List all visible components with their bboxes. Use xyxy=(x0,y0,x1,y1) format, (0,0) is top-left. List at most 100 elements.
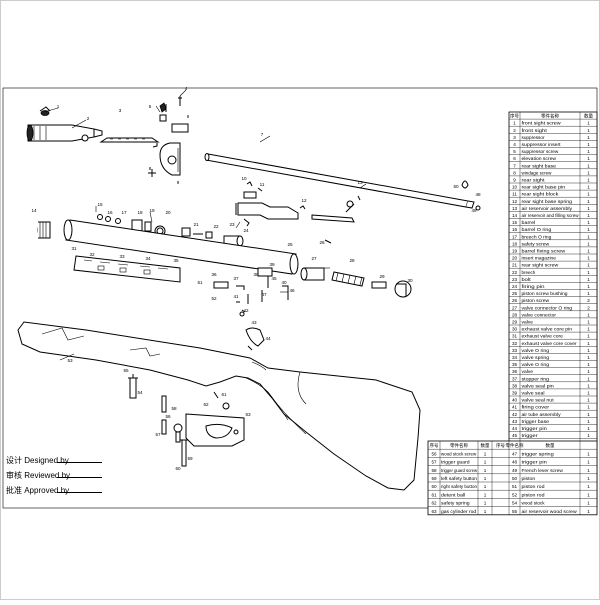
table-cell-no: 33 xyxy=(512,348,518,353)
suppressor-group xyxy=(26,106,160,143)
table-cell-qty: 1 xyxy=(587,312,590,317)
callout-number: 57 xyxy=(155,432,161,437)
lower-cell-qty: 1 xyxy=(484,476,487,481)
table-cell-qty: 1 xyxy=(587,376,590,381)
table-cell-no: 42 xyxy=(512,412,518,417)
callout-number: 24 xyxy=(243,228,249,233)
callout-number: 16 xyxy=(107,210,113,215)
table-cell-name: bolt xyxy=(522,277,532,282)
lower-cell-qty: 1 xyxy=(484,501,487,506)
callout-number: 8 xyxy=(149,166,152,171)
lower-cell-no: 54 xyxy=(512,501,518,506)
leader-lines xyxy=(43,89,367,361)
table-cell-qty: 1 xyxy=(587,220,590,225)
callout-number: 11 xyxy=(260,182,265,187)
callout-number: 37 xyxy=(233,276,239,281)
callout-number: 3 xyxy=(119,108,122,113)
callout-number: 60 xyxy=(175,466,181,471)
table-cell-no: 18 xyxy=(512,241,518,246)
table-cell-qty: 1 xyxy=(587,334,590,339)
lower-cell-name: trigger guard screw xyxy=(441,468,478,473)
callout-number: 13 xyxy=(357,180,363,185)
callout-number: 51 xyxy=(197,280,203,285)
table-cell-qty: 1 xyxy=(587,241,590,246)
table-cell-name: firing cover xyxy=(522,405,550,410)
callout-number: 41 xyxy=(233,294,239,299)
table-cell-name: air reservoir and filling screw xyxy=(522,213,580,218)
table-cell-qty: 1 xyxy=(587,192,590,197)
lower-cell-no: 50 xyxy=(512,476,518,481)
lower-cell-qty: 1 xyxy=(484,451,487,456)
table-cell-no: 39 xyxy=(512,391,518,396)
table-cell-name: front sight screw xyxy=(522,121,562,126)
table-cell-qty: 1 xyxy=(587,128,590,133)
lower-cell-name: piston xyxy=(522,476,536,481)
table-cell-name: valve connector xyxy=(522,312,557,317)
table-cell-name: trigger pin xyxy=(522,426,548,431)
reviewed-by-field[interactable] xyxy=(57,477,102,478)
lower-cell-no: 48 xyxy=(512,460,518,465)
table-cell-qty: 1 xyxy=(587,362,590,367)
callout-number: 35 xyxy=(173,258,179,263)
table-cell-no: 24 xyxy=(512,284,518,289)
table-cell-name: valve O ring xyxy=(522,348,550,353)
callout-number: 4 xyxy=(185,86,188,91)
lower-table-header: 数量 xyxy=(546,442,555,449)
callout-number: 26 xyxy=(319,240,325,245)
table-cell-name: exhaust valve core pin xyxy=(522,327,573,332)
table-header-no: 序号 xyxy=(510,113,519,120)
table-cell-qty: 1 xyxy=(587,234,590,239)
table-cell-no: 31 xyxy=(512,334,518,339)
table-cell-no: 28 xyxy=(512,312,518,317)
table-cell-name: windage screw xyxy=(522,170,553,175)
designed-by-label: 设计 Designed by xyxy=(6,456,69,465)
table-header-qty: 数量 xyxy=(584,113,593,120)
table-cell-no: 27 xyxy=(512,305,518,310)
table-cell-no: 8 xyxy=(513,170,516,175)
lower-cell-name: right safety button xyxy=(441,484,477,489)
lower-table-header: 序号 xyxy=(496,442,505,449)
lower-cell-no: 59 xyxy=(431,476,437,481)
designed-by-field[interactable] xyxy=(57,462,102,463)
callout-number: 46 xyxy=(289,288,295,293)
table-cell-qty: 1 xyxy=(587,391,590,396)
callout-number: 6 xyxy=(187,114,190,119)
table-cell-name: trigger base xyxy=(522,419,550,424)
table-cell-no: 5 xyxy=(513,149,516,154)
lower-cell-qty: 1 xyxy=(484,468,487,473)
table-cell-qty: 1 xyxy=(587,121,590,126)
table-cell-qty: 1 xyxy=(587,327,590,332)
table-cell-no: 4 xyxy=(513,142,516,147)
table-cell-no: 29 xyxy=(512,320,518,325)
callout-number: 18 xyxy=(137,210,143,215)
lower-cell-no: 57 xyxy=(431,460,437,465)
callout-number: 58 xyxy=(171,406,177,411)
table-cell-qty: 1 xyxy=(587,249,590,254)
lower-cell-qty: 1 xyxy=(484,460,487,465)
callout-number: 17 xyxy=(121,210,127,215)
table-cell-name: valve spring xyxy=(522,355,550,360)
table-cell-qty: 1 xyxy=(587,419,590,424)
callout-number: 56 xyxy=(165,414,171,419)
reviewed-by-label: 审核 Reviewed by xyxy=(6,471,71,480)
table-cell-name: exhaust valve core cover xyxy=(522,341,578,346)
breech-part xyxy=(73,255,181,283)
lower-table-header: 数量 xyxy=(481,442,490,449)
table-cell-name: barrel O ring xyxy=(522,227,552,232)
lower-cell-qty: 1 xyxy=(587,509,590,514)
table-cell-name: breech O ring xyxy=(522,234,552,239)
bolt-group xyxy=(311,195,361,244)
lower-cell-name: French lever screw xyxy=(522,468,564,473)
callout-number: 61 xyxy=(221,392,227,397)
callout-number: 47 xyxy=(261,292,267,297)
table-cell-qty: 1 xyxy=(587,156,590,161)
lower-cell-qty: 1 xyxy=(587,476,590,481)
callout-number: 22 xyxy=(213,224,219,229)
lower-cell-no: 63 xyxy=(431,509,437,514)
table-cell-name: suppressor xyxy=(522,135,545,140)
table-cell-name: air reservoir assembly xyxy=(522,206,573,211)
callout-number: 23 xyxy=(229,222,235,227)
callout-number: 40 xyxy=(281,280,287,285)
approved-by-field[interactable] xyxy=(57,492,102,493)
